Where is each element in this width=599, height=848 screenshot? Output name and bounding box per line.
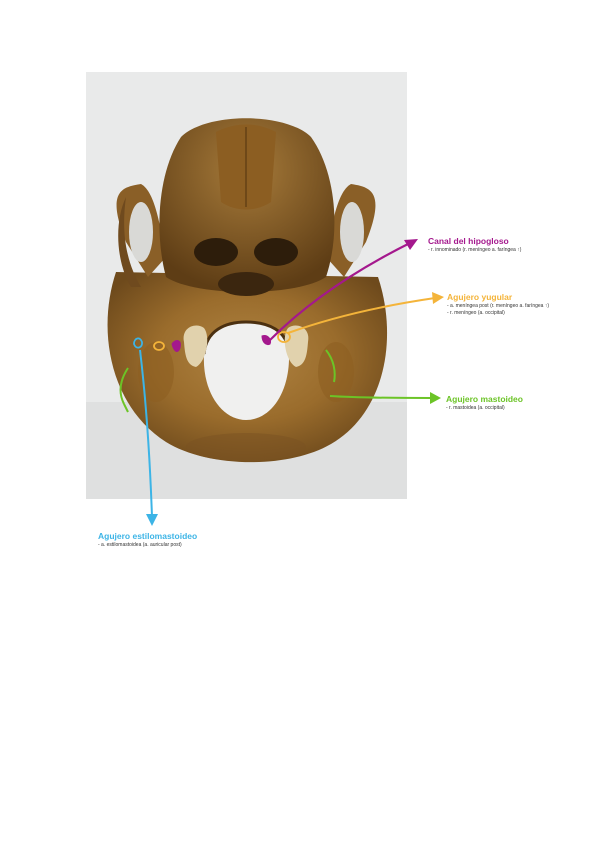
yugular-line-2: - r. meníngeo (a. occipital) — [447, 310, 505, 316]
estilomastoideo-label: Agujero estilomastoideo - a. estilomasto… — [98, 531, 197, 549]
hipogloso-label: Canal del hipogloso - r. innominado (r. … — [428, 236, 521, 254]
skull-base-photo — [86, 72, 407, 499]
hipogloso-line-1: - r. innominado (r. meníngeo a. faríngea… — [428, 247, 522, 253]
yugular-title: Agujero yugular — [447, 292, 513, 302]
yugular-label: Agujero yugular - a. meníngea post (r. m… — [447, 292, 549, 317]
mastoideo-title: Agujero mastoideo — [446, 394, 523, 404]
estilomastoideo-arrowhead — [146, 514, 158, 526]
hipogloso-title: Canal del hipogloso — [428, 236, 509, 246]
estilomastoideo-title: Agujero estilomastoideo — [98, 531, 198, 541]
mastoideo-label: Agujero mastoideo - r. mastoidea (a. occ… — [446, 394, 523, 412]
yugular-arrowhead — [432, 292, 444, 304]
estilomastoideo-line-1: - a. estilomastoidea (a. auricular post) — [98, 542, 182, 548]
yugular-line-1: - a. meníngea post (r. meníngeo a. farín… — [447, 303, 550, 309]
mastoideo-line-1: - r. mastoidea (a. occipital) — [446, 405, 505, 411]
mastoideo-arrowhead — [430, 392, 441, 404]
